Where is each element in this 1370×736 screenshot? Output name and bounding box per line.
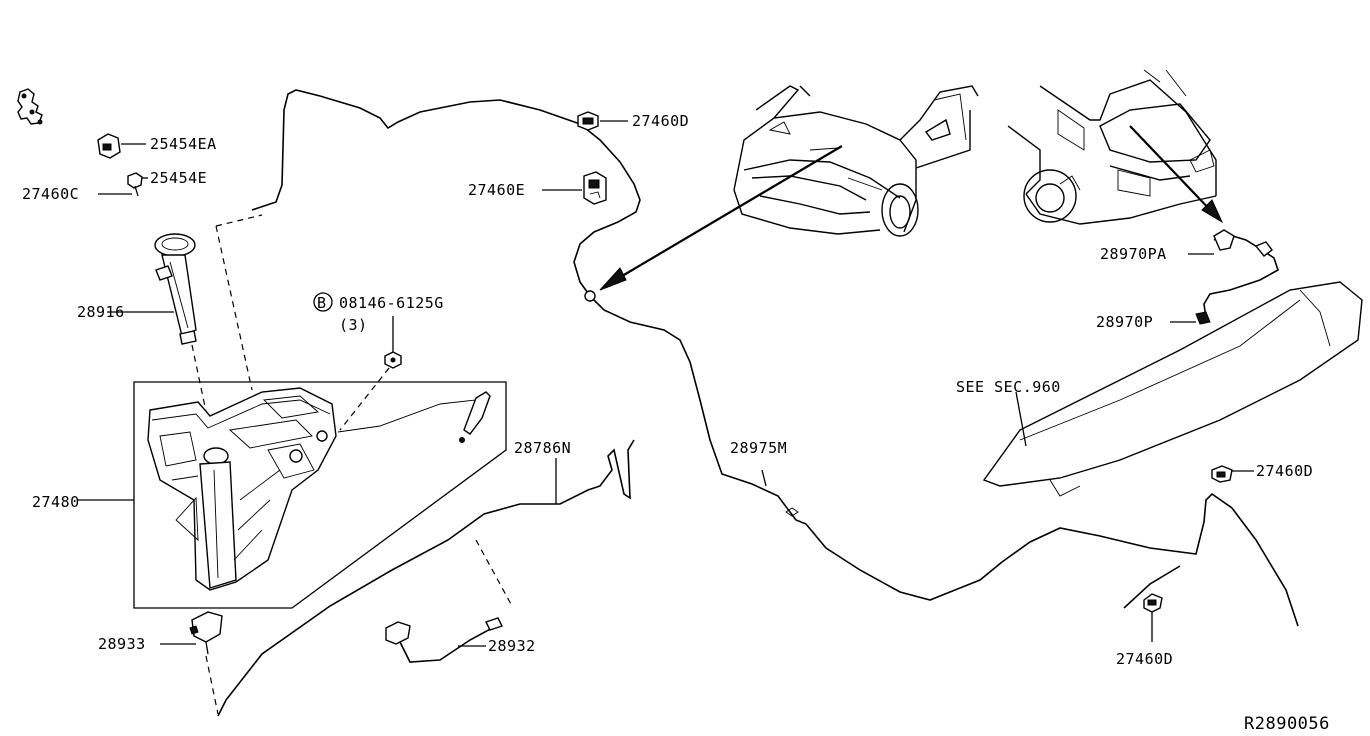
front-washer-hose-upper (251, 89, 641, 297)
nozzle-28932-icon (385, 617, 503, 663)
clip-27460d-top-icon (577, 111, 599, 131)
front-vehicle-sketch (733, 85, 979, 237)
dash-28786n-to-28932 (475, 539, 513, 607)
label-27480: 27480 (32, 493, 80, 511)
label-27460d-top: 27460D (632, 112, 689, 130)
hose-28786n (217, 439, 635, 717)
label-see-sec: SEE SEC.960 (956, 378, 1061, 396)
clip-27460d-bottom-icon (1143, 593, 1163, 613)
label-28975m: 28975M (730, 439, 787, 457)
rear-nozzle-hose-icon (1203, 229, 1279, 319)
bracket-28933-icon (189, 611, 223, 655)
label-27460e: 27460E (468, 181, 525, 199)
label-25454ea: 25454EA (150, 135, 217, 153)
dash-bolt-to-tank (339, 367, 390, 431)
washer-tank-icon (147, 387, 491, 591)
label-bolt-part: 08146-6125G (339, 294, 444, 312)
rear-hose-end (1123, 565, 1181, 609)
figure-code: R2890056 (1244, 714, 1330, 734)
label-28932: 28932 (488, 637, 536, 655)
hose-connector-icon (584, 290, 596, 302)
filler-neck-28916-icon (154, 233, 197, 345)
label-25454e: 25454E (150, 169, 207, 187)
dash-28933-bottom (205, 655, 219, 715)
label-bolt-qty: (3) (339, 316, 368, 334)
bolt-icon (384, 351, 402, 369)
dash-hose-top (215, 214, 263, 227)
clip-27460e-icon (583, 171, 607, 205)
dash-hose-to-tank (215, 225, 253, 391)
label-28933: 28933 (98, 635, 146, 653)
label-27460d-bottom: 27460D (1116, 650, 1173, 668)
label-27460c: 27460C (22, 185, 79, 203)
rear-vehicle-sketch (1007, 69, 1217, 225)
leader-see-sec (1015, 391, 1027, 447)
label-28916: 28916 (77, 303, 125, 321)
label-28786n: 28786N (514, 439, 571, 457)
label-27460d-right: 27460D (1256, 462, 1313, 480)
pointer-arrow-rear (1129, 125, 1215, 215)
hose-joint-icon (785, 507, 799, 517)
bolt-circle-letter: B (317, 294, 327, 312)
leader-28975m (761, 469, 767, 487)
label-28970p: 28970P (1096, 313, 1153, 331)
bolt-b-circle: B (313, 292, 333, 312)
arrowhead-rear-icon (1201, 199, 1224, 224)
hose-28975m (589, 295, 1299, 627)
label-28970pa: 28970PA (1100, 245, 1167, 263)
rear-spoiler-icon (982, 281, 1363, 497)
clip-cluster-icon (17, 88, 43, 125)
part-25454ea-icon (97, 133, 121, 159)
pointer-arrow-front (611, 145, 843, 283)
tank-assembly-frame (133, 381, 507, 609)
arrowhead-front-icon (599, 267, 627, 291)
nozzle-28970p-icon (1195, 311, 1211, 325)
part-25454e-icon (127, 172, 143, 197)
clip-27460d-right-icon (1211, 465, 1233, 483)
